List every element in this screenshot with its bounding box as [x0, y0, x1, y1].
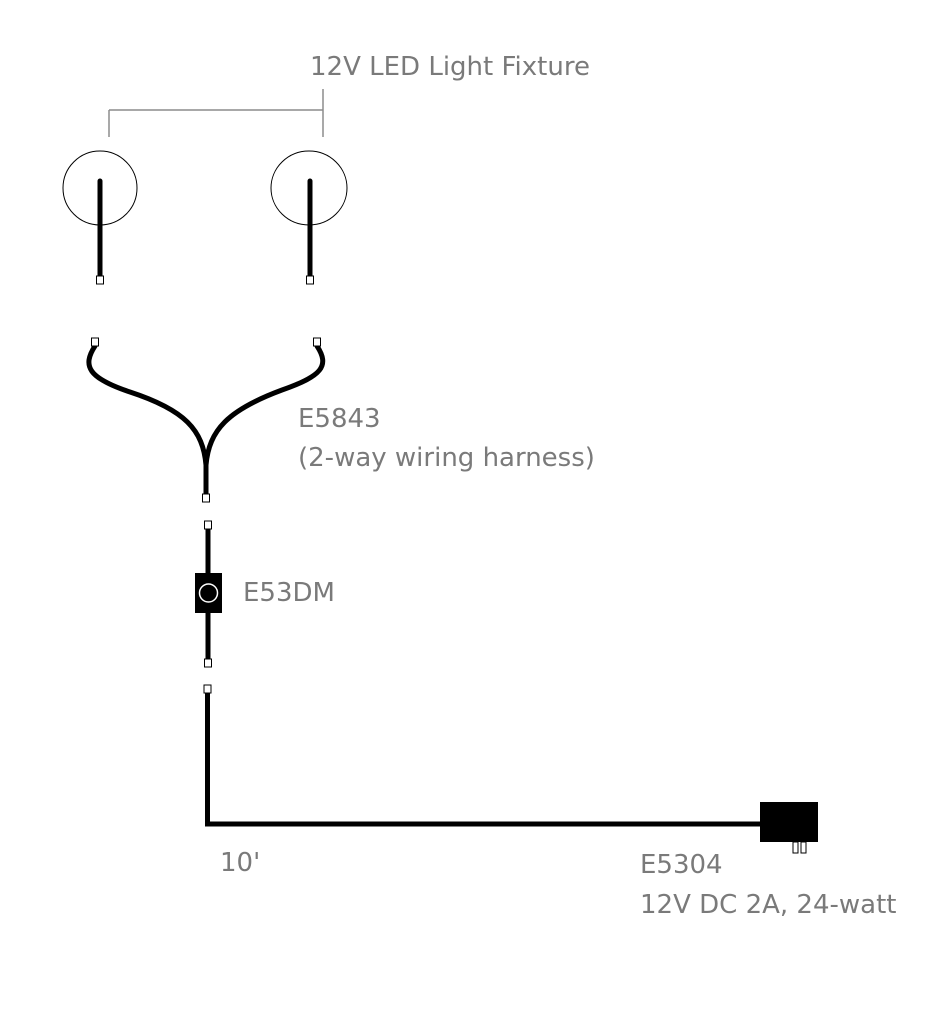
harness-left-branch — [86, 343, 209, 468]
dimmer-connector — [204, 520, 212, 530]
led-light-fixture-right — [270, 150, 348, 285]
fixture-label: 12V LED Light Fixture — [310, 52, 590, 82]
harness-right-branch — [203, 343, 326, 468]
power-supply-rating: 12V DC 2A, 24-watt — [640, 890, 897, 920]
harness-connector — [313, 337, 321, 347]
cable-connector — [203, 684, 212, 694]
power-supply — [760, 802, 818, 854]
dimmer-knob — [198, 583, 219, 603]
two-way-wiring-harness — [86, 337, 326, 503]
dimmer-part-number: E53DM — [243, 578, 335, 608]
harness-connector — [91, 337, 99, 347]
dimmer-connector — [204, 658, 212, 668]
harness-part-number: E5843 — [298, 404, 381, 434]
power-supply-body — [760, 802, 818, 842]
cable-length-label: 10' — [220, 848, 261, 878]
fixture-connector — [96, 275, 104, 285]
fixture-connector — [306, 275, 314, 285]
extension-cable — [203, 684, 762, 827]
harness-description: (2-way wiring harness) — [298, 443, 595, 473]
harness-connector — [202, 493, 210, 503]
dimmer-switch — [195, 520, 222, 668]
led-light-fixture-left — [62, 150, 138, 285]
plug-prong-icon — [800, 841, 807, 854]
cable-wire — [205, 693, 762, 827]
plug-prong-icon — [792, 841, 799, 854]
power-supply-part-number: E5304 — [640, 850, 723, 880]
fixture-label-bracket — [108, 89, 324, 137]
